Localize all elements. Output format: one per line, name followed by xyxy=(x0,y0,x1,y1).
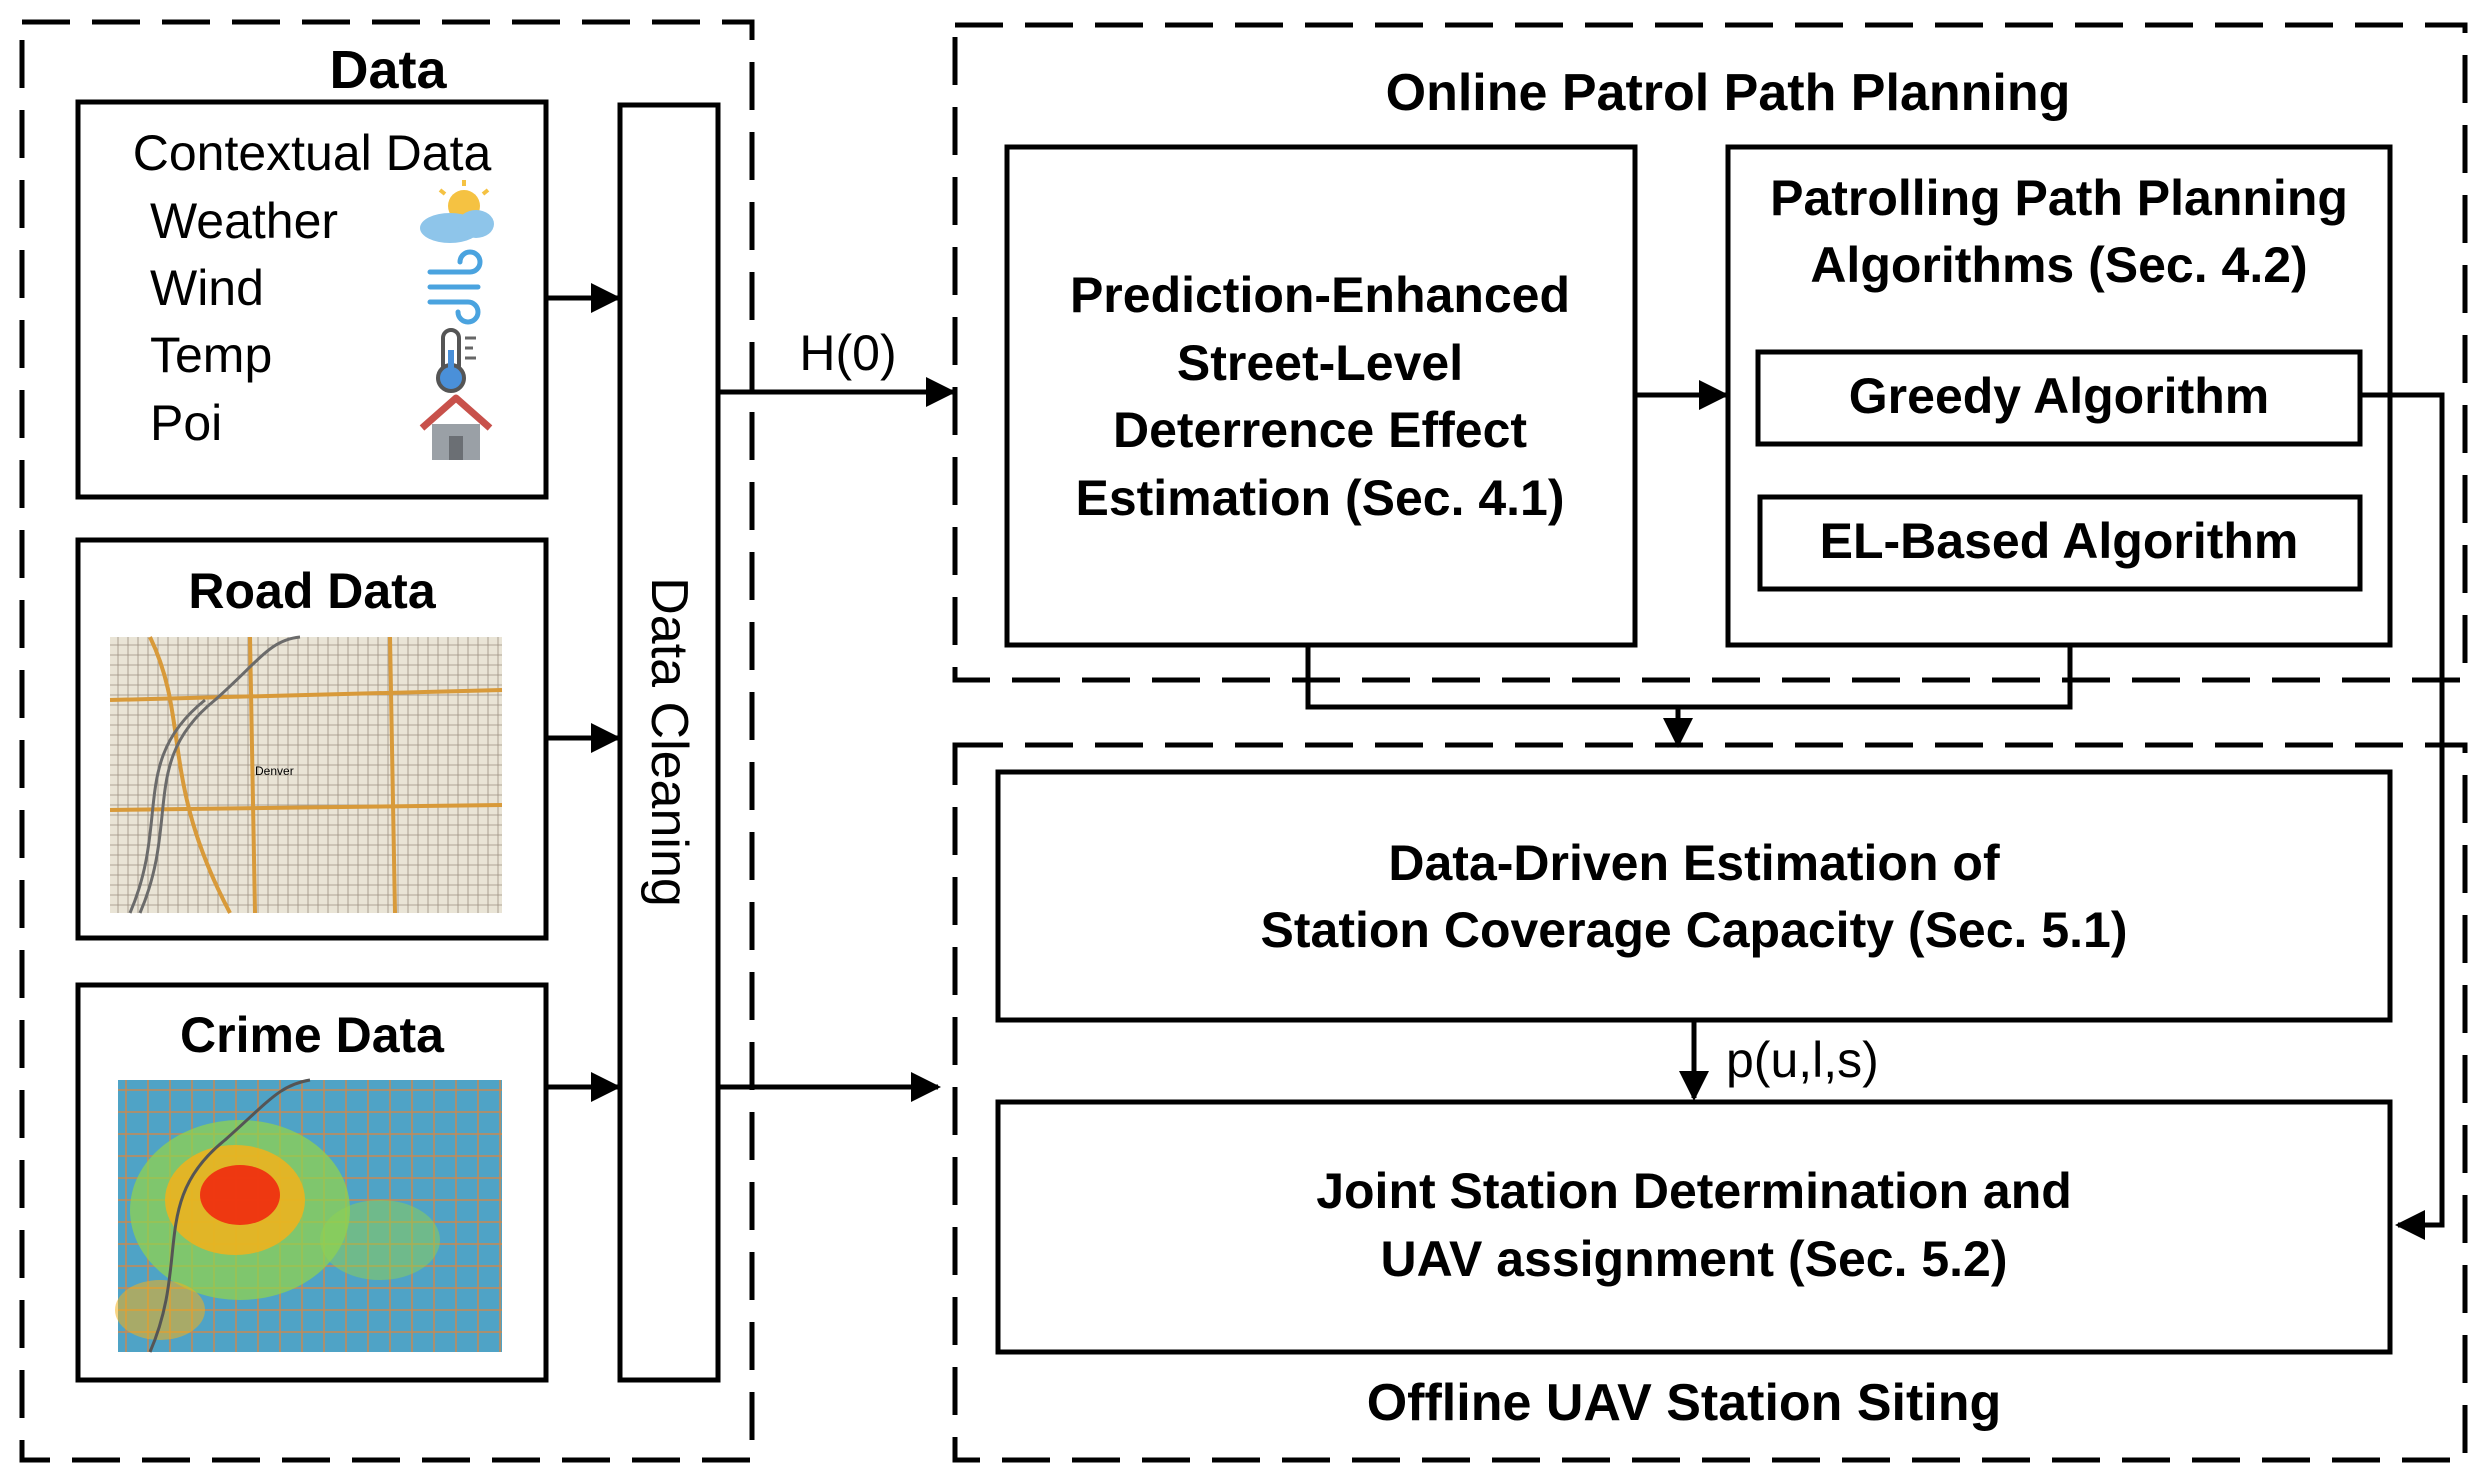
offline-panel-title: Offline UAV Station Siting xyxy=(1367,1374,2002,1432)
estimation-line-2: Street-Level xyxy=(1177,335,1463,391)
data-cleaning-box xyxy=(617,102,721,1383)
estimation-line-3: Deterrence Effect xyxy=(1113,402,1527,458)
weather-icon xyxy=(420,180,494,243)
crime-heatmap-image xyxy=(115,1078,502,1353)
estimation-line-4: Estimation (Sec. 4.1) xyxy=(1075,470,1564,526)
el-algorithm-box xyxy=(1757,494,2363,592)
contextual-item-poi: Poi xyxy=(150,395,222,451)
offline-panel xyxy=(952,742,2468,1463)
coverage-line-1: Data-Driven Estimation of xyxy=(1388,835,2000,891)
data-cleaning-label: Data Cleaning xyxy=(640,577,698,907)
joint-line-2: UAV assignment (Sec. 5.2) xyxy=(1380,1231,2007,1287)
road-map-image: Denver xyxy=(109,635,503,914)
road-data-title: Road Data xyxy=(188,563,436,619)
joint-line-1: Joint Station Determination and xyxy=(1316,1163,2072,1219)
greedy-algorithm-box xyxy=(1755,349,2363,447)
contextual-data-title: Contextual Data xyxy=(133,125,492,181)
data-panel-title: Data xyxy=(329,40,447,100)
house-icon xyxy=(419,394,493,460)
estimation-line-1: Prediction-Enhanced xyxy=(1070,267,1570,323)
connector-greedy-to-joint xyxy=(2360,392,2445,1240)
h0-label: H(0) xyxy=(799,325,896,381)
connector-online-merge xyxy=(1305,645,2073,710)
contextual-item-wind: Wind xyxy=(150,260,264,316)
thermometer-icon xyxy=(436,328,476,393)
online-panel-title: Online Patrol Path Planning xyxy=(1386,64,2071,122)
el-algorithm-label: EL-Based Algorithm xyxy=(1820,513,2299,569)
greedy-algorithm-label: Greedy Algorithm xyxy=(1849,368,2269,424)
online-panel xyxy=(952,22,2468,683)
wind-icon xyxy=(427,249,483,325)
p-label: p(u,l,s) xyxy=(1726,1032,1879,1088)
estimation-box xyxy=(1004,144,1638,648)
algorithms-line-1: Patrolling Path Planning xyxy=(1770,170,2348,226)
contextual-item-temp: Temp xyxy=(150,327,272,383)
crime-data-title: Crime Data xyxy=(180,1007,445,1063)
coverage-box xyxy=(995,769,2393,1023)
coverage-line-2: Station Coverage Capacity (Sec. 5.1) xyxy=(1261,902,2128,958)
contextual-item-weather: Weather xyxy=(150,193,338,249)
data-panel xyxy=(19,19,755,1463)
road-map-city-label: Denver xyxy=(255,764,294,778)
joint-box xyxy=(995,1099,2393,1355)
algorithms-line-2: Algorithms (Sec. 4.2) xyxy=(1810,237,2307,293)
